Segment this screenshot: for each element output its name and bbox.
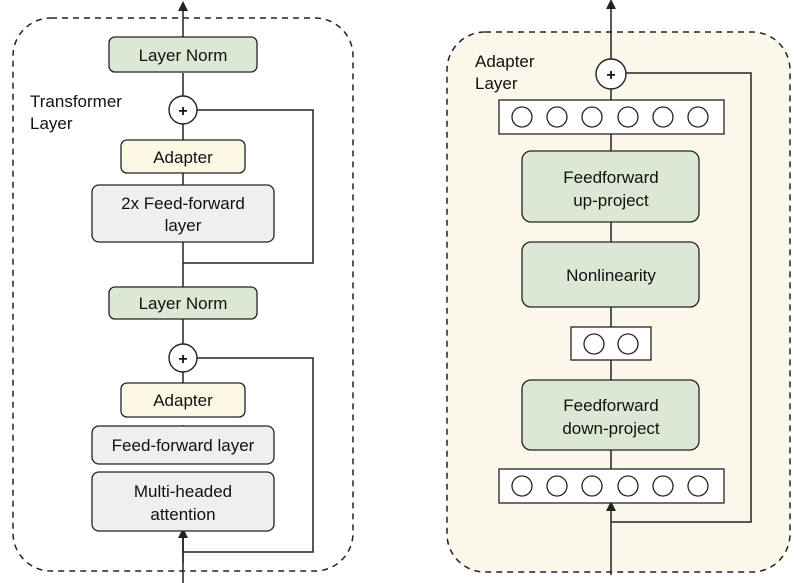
neuron <box>617 475 639 497</box>
layer-norm-middle-block <box>108 286 258 320</box>
neuron <box>581 475 603 497</box>
feedforward-up-project-block <box>521 150 700 223</box>
neuron <box>652 475 674 497</box>
down-project-line2: down-project <box>562 419 660 438</box>
bottleneck-neuron-vector <box>570 326 652 361</box>
neuron <box>511 475 533 497</box>
feed-forward-2x-line2: layer <box>165 216 202 235</box>
adapter-residual-add-symbol: + <box>606 67 615 84</box>
neuron <box>546 475 568 497</box>
feed-forward-2x-block <box>91 184 275 243</box>
neuron <box>687 475 709 497</box>
transformer-title-line1: Transformer <box>30 92 122 111</box>
multi-headed-attention-line1: Multi-headed <box>134 482 232 501</box>
feed-forward-2x-line1: 2x Feed-forward <box>121 194 245 213</box>
nonlinearity-label: Nonlinearity <box>566 266 656 285</box>
nonlinearity-block <box>521 241 700 308</box>
adapter-connectors <box>610 72 752 523</box>
neuron <box>687 106 709 128</box>
adapter-title-line2: Layer <box>475 74 518 93</box>
adapter-title-line1: Adapter <box>475 52 535 71</box>
layer-norm-top-label: Layer Norm <box>139 46 228 65</box>
multi-headed-attention-line2: attention <box>150 505 215 524</box>
feed-forward-layer-block <box>91 425 275 465</box>
adapter-block-top <box>120 139 246 174</box>
residual-add-top <box>168 95 198 125</box>
residual-add-top-symbol: + <box>178 103 187 120</box>
neuron <box>617 106 639 128</box>
input-neuron-vector <box>498 468 725 504</box>
layer-norm-middle-label: Layer Norm <box>139 294 228 313</box>
feedforward-down-project-block <box>521 379 700 451</box>
adapter-block-bottom <box>120 382 246 418</box>
transformer-title-line2: Layer <box>30 114 73 133</box>
adapter-top-label: Adapter <box>153 148 213 167</box>
down-project-line1: Feedforward <box>563 396 658 415</box>
neuron <box>511 106 533 128</box>
output-neuron-vector <box>498 99 725 135</box>
layer-norm-top-block <box>108 36 258 73</box>
neuron <box>583 333 605 355</box>
up-project-line2: up-project <box>573 191 649 210</box>
neuron <box>652 106 674 128</box>
adapter-residual-add <box>595 58 627 90</box>
residual-add-bottom-symbol: + <box>178 351 187 368</box>
neuron <box>581 106 603 128</box>
adapter-bottom-label: Adapter <box>153 391 213 410</box>
neuron <box>546 106 568 128</box>
multi-headed-attention-block <box>91 471 275 532</box>
feed-forward-layer-label: Feed-forward layer <box>112 436 255 455</box>
residual-add-bottom <box>168 343 198 373</box>
up-project-line1: Feedforward <box>563 168 658 187</box>
neuron <box>617 333 639 355</box>
